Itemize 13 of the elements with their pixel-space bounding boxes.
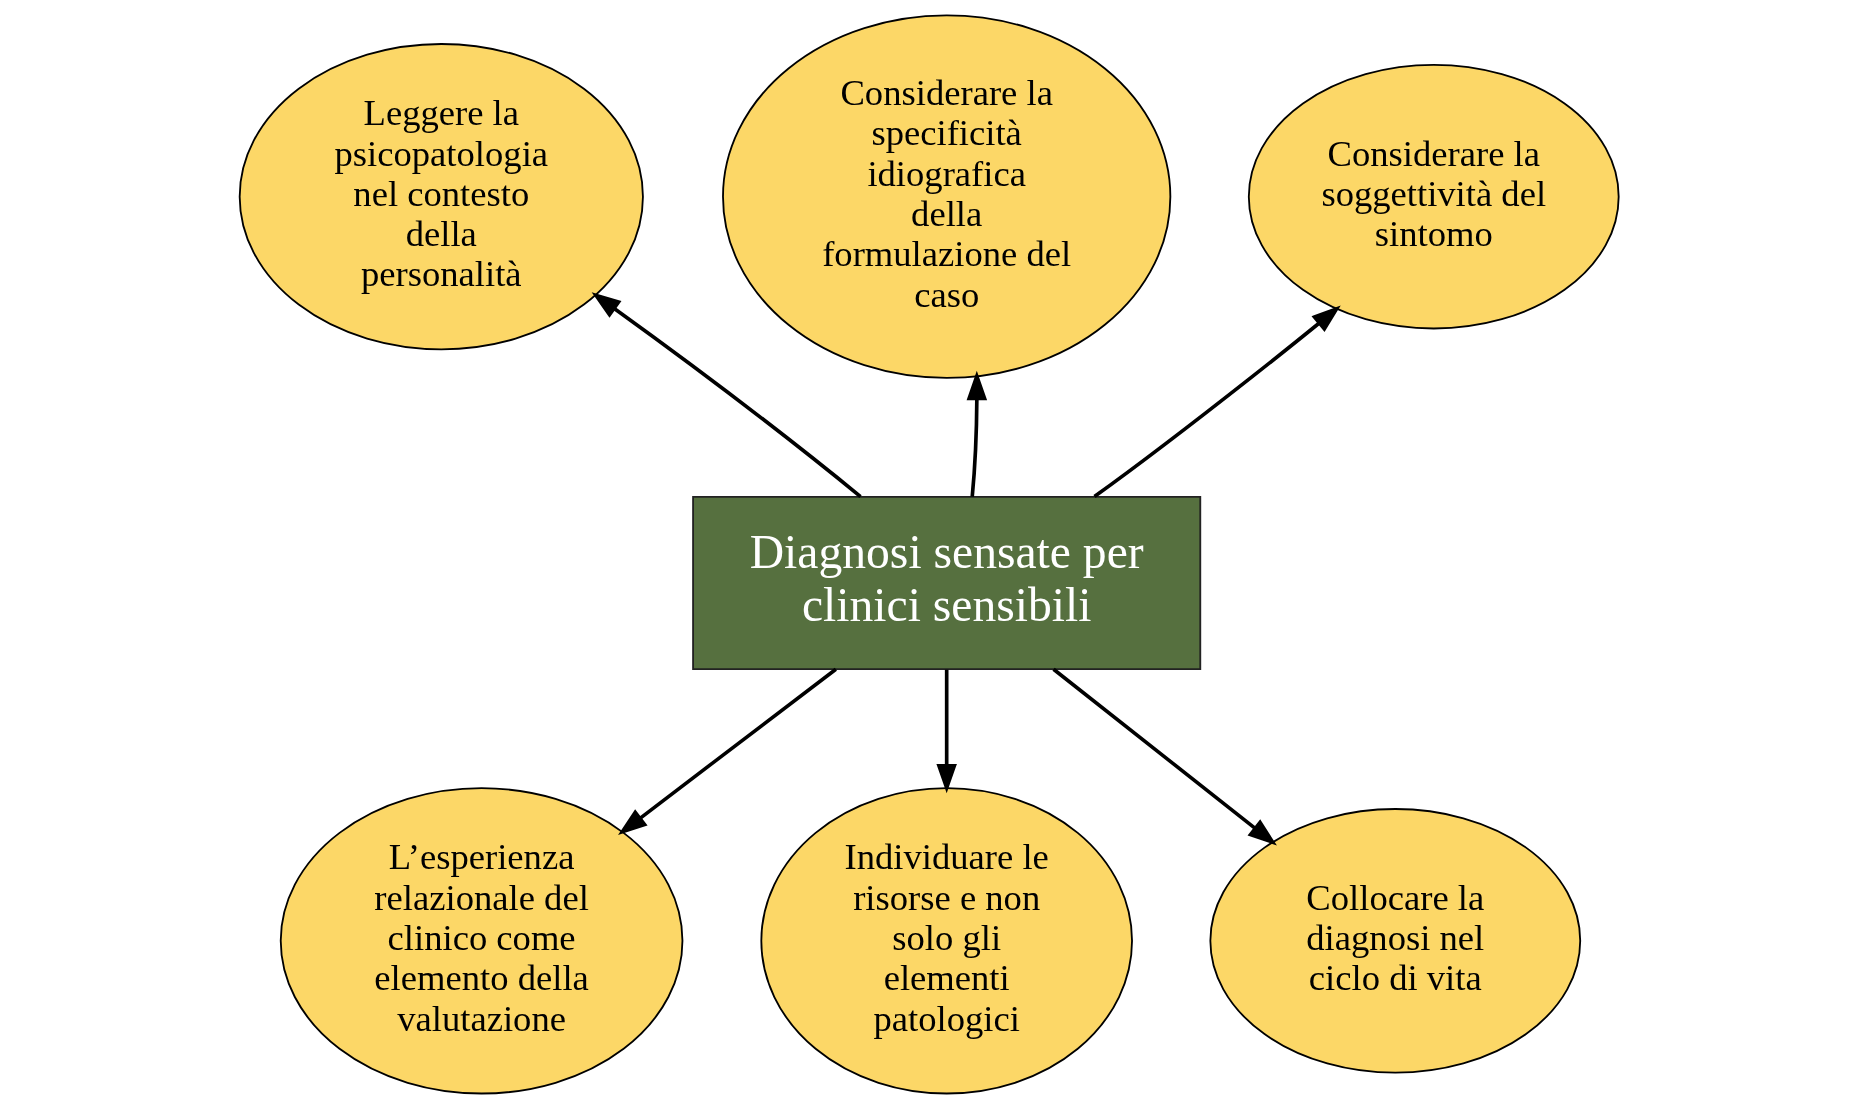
arrow	[935, 669, 957, 794]
arrow	[1051, 667, 1277, 846]
node-ellipse: L’esperienza relazionale del clinico come elemento della valutazione	[279, 787, 683, 1095]
arrow	[966, 370, 987, 497]
node-ellipse: Leggere la psicopatologia nel contesto della personalità	[238, 43, 644, 351]
node-ellipse: Individuare le risorse e non solo gli elementi patologici	[759, 787, 1133, 1095]
arrow	[617, 667, 837, 836]
node-ellipse: Collocare la diagnosi nel ciclo di vita	[1208, 808, 1581, 1074]
node-box: Diagnosi sensate per clinici sensibili	[691, 496, 1201, 670]
arrow	[591, 292, 862, 498]
node-ellipse: Considerare la specificità idiografica della formulazione del caso	[721, 14, 1171, 379]
arrow	[1092, 305, 1341, 499]
node-ellipse: Considerare la soggettività del sintomo	[1247, 63, 1620, 330]
